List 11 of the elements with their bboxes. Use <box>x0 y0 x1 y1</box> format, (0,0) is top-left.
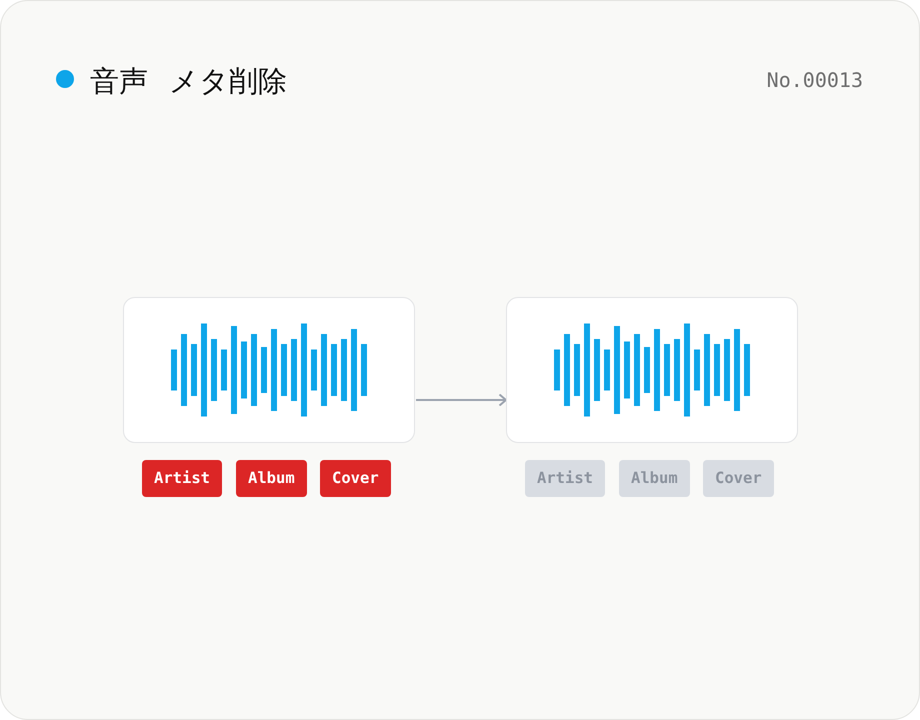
metadata-tag: Cover <box>703 460 774 497</box>
metadata-tag: Artist <box>142 460 222 497</box>
arrow <box>416 394 507 406</box>
metadata-tag: Artist <box>525 460 605 497</box>
metadata-tag: Cover <box>320 460 391 497</box>
audio-card <box>123 297 415 443</box>
title: 音声 メタ削除 <box>90 63 288 100</box>
audio-card <box>506 297 798 443</box>
metadata-tag: Album <box>619 460 690 497</box>
serial-number: No.00013 <box>766 67 863 93</box>
metadata-tag: Album <box>236 460 307 497</box>
